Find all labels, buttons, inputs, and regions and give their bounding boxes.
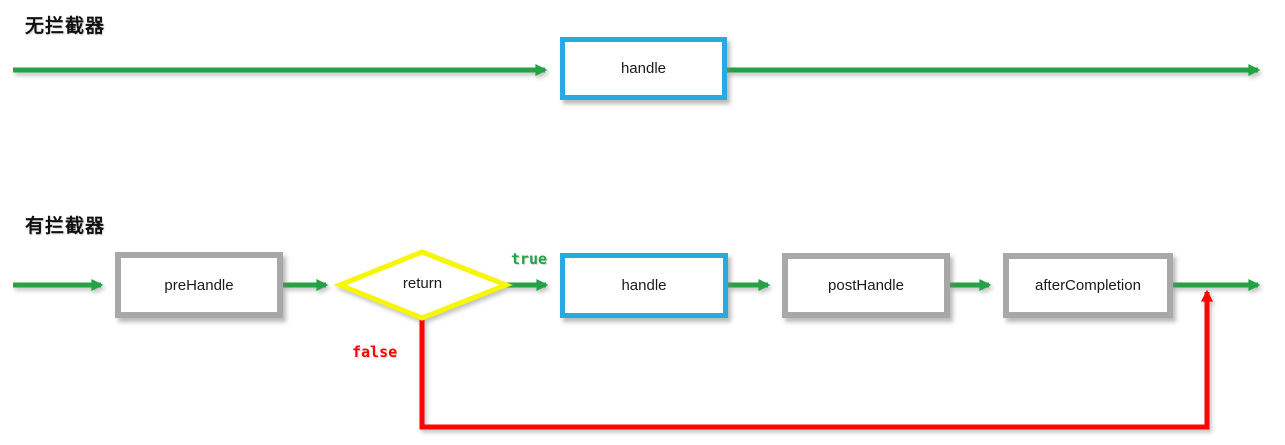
node-prehandle-label: preHandle bbox=[164, 276, 234, 294]
branch-false-label: false bbox=[352, 343, 398, 361]
node-handle-label: handle bbox=[621, 277, 667, 294]
node-handle-no-interceptor: handle bbox=[560, 37, 727, 100]
branch-true-label: true bbox=[510, 250, 548, 268]
node-handle-no-interceptor-label: handle bbox=[620, 60, 667, 77]
node-aftercompletion: afterCompletion bbox=[1003, 253, 1173, 318]
node-posthandle-label: postHandle bbox=[828, 277, 904, 294]
edge-false-loop bbox=[419, 289, 1214, 430]
section-title-with-interceptor: 有拦截器 bbox=[25, 216, 106, 237]
node-prehandle: preHandle bbox=[115, 252, 283, 318]
node-aftercompletion-label: afterCompletion bbox=[1035, 277, 1141, 294]
node-posthandle: postHandle bbox=[782, 253, 950, 318]
decision-return-label: return bbox=[402, 275, 443, 292]
decision-diamond bbox=[333, 249, 513, 321]
section-title-no-interceptor: 无拦截器 bbox=[25, 16, 106, 37]
node-handle: handle bbox=[560, 253, 728, 318]
